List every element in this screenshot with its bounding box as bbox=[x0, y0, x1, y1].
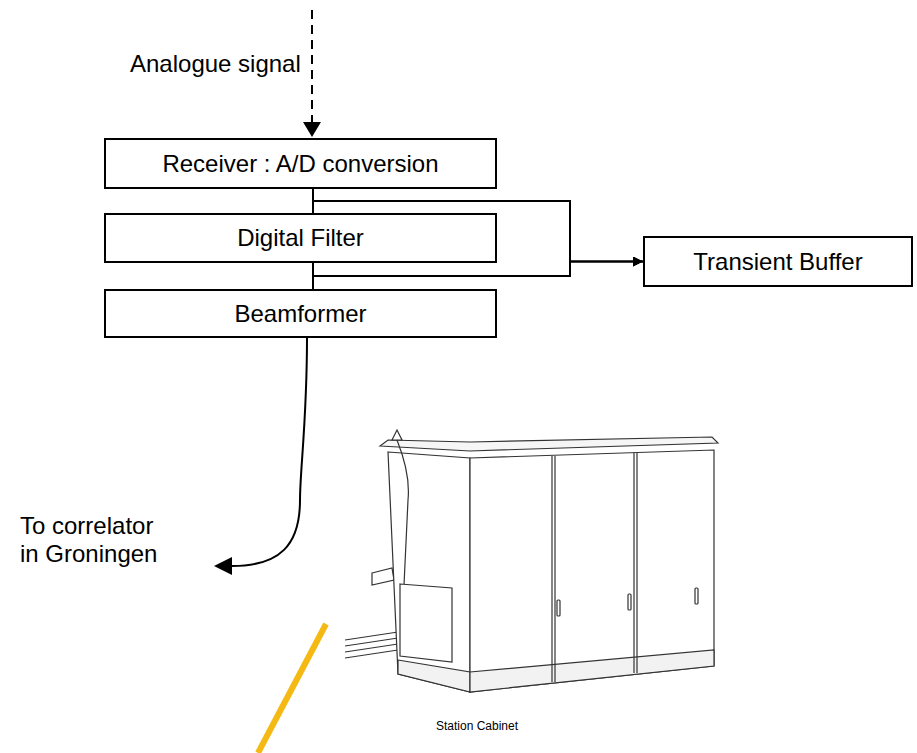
box-text: Transient Buffer bbox=[693, 248, 862, 276]
output-line bbox=[232, 338, 307, 566]
signal-input-line bbox=[311, 10, 313, 128]
yellow-stroke bbox=[258, 624, 326, 753]
signal-arrowhead bbox=[303, 122, 321, 137]
receiver-box: Receiver : A/D conversion bbox=[104, 138, 497, 189]
box-text: Digital Filter bbox=[237, 224, 364, 252]
cabinet-caption: Station Cabinet bbox=[436, 718, 518, 734]
station-cabinet bbox=[345, 430, 718, 692]
buffer-box: Transient Buffer bbox=[643, 236, 913, 287]
signal-connector bbox=[312, 263, 314, 289]
signal-connector bbox=[313, 262, 643, 277]
beamformer-box: Beamformer bbox=[104, 289, 497, 338]
box-text: Beamformer bbox=[234, 300, 366, 328]
filter-box: Digital Filter bbox=[104, 213, 497, 263]
signal-label: Analogue signal bbox=[130, 50, 301, 78]
box-text: Receiver : A/D conversion bbox=[162, 150, 438, 178]
correlator-label: To correlator in Groningen bbox=[20, 512, 170, 568]
output-arrowhead bbox=[214, 557, 232, 575]
